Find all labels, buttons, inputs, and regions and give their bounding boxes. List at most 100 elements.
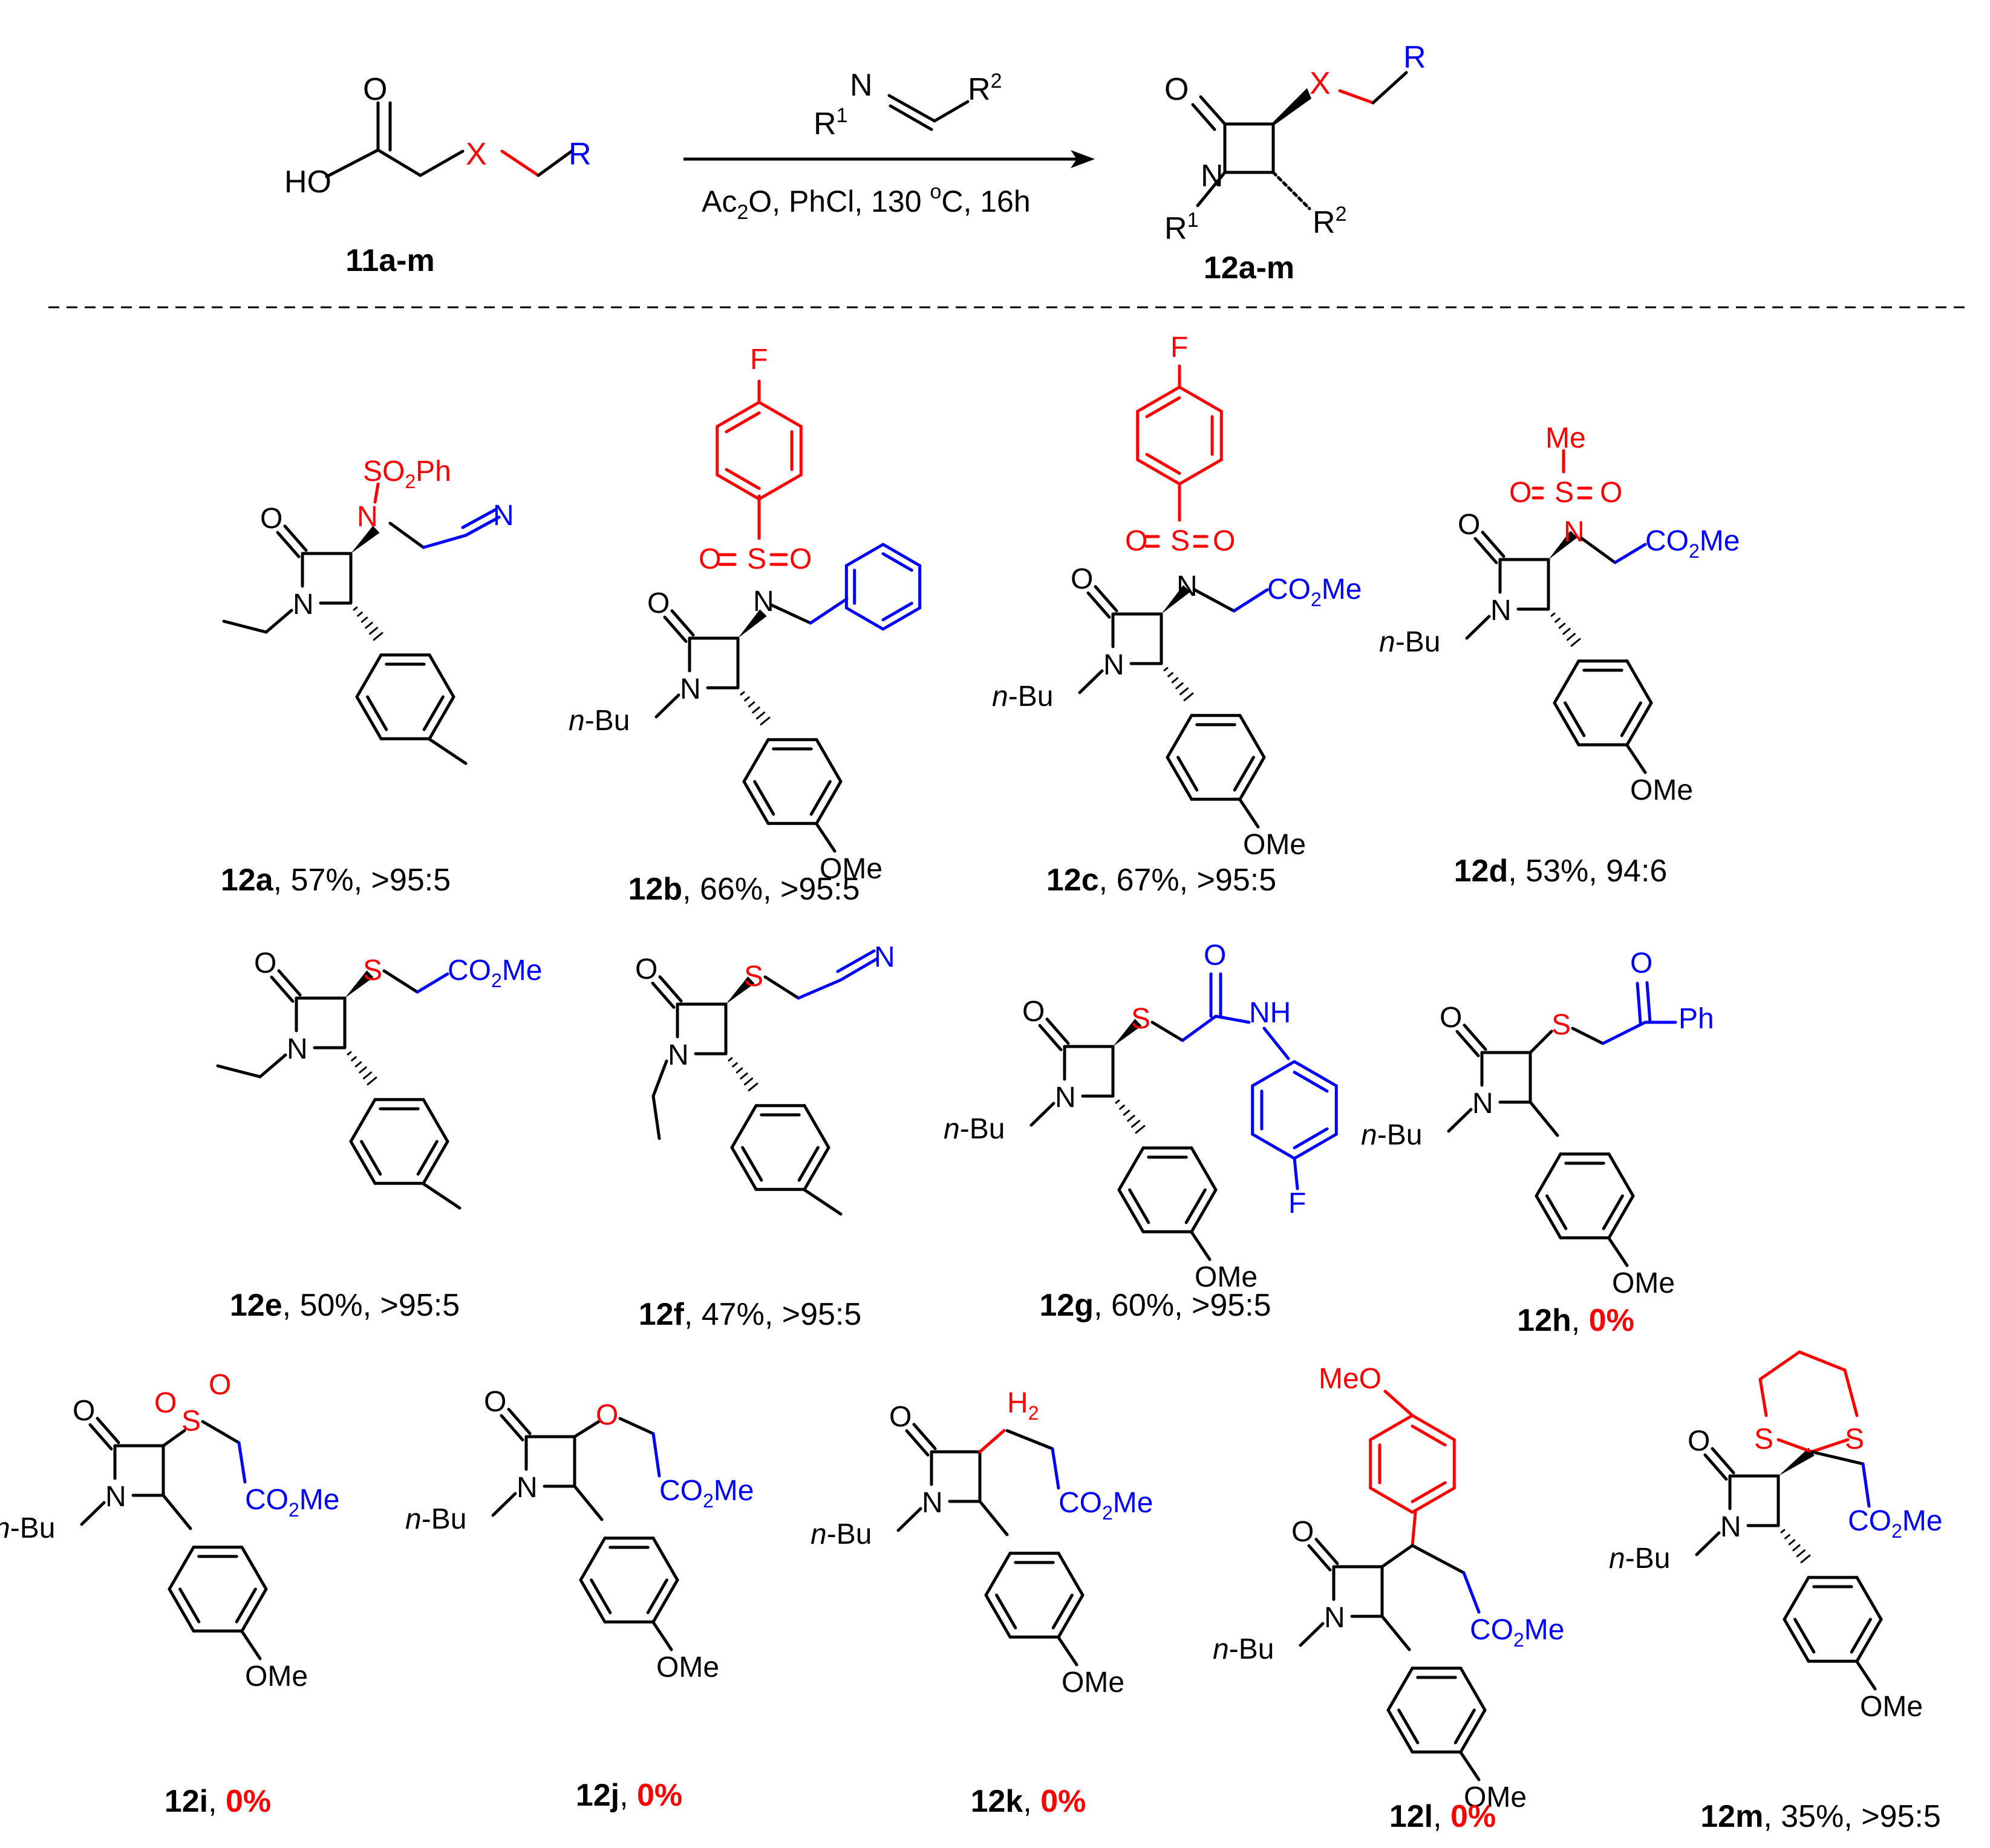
bond xyxy=(1459,1667,1487,1712)
bond xyxy=(670,609,695,637)
lactam-nitrogen: N xyxy=(105,1481,126,1513)
bond xyxy=(1135,1125,1146,1134)
fluoro-group: F xyxy=(750,344,768,376)
bond xyxy=(1293,1132,1338,1160)
bond xyxy=(422,534,468,549)
bond xyxy=(579,1536,607,1582)
bond xyxy=(1798,1350,1847,1372)
bond xyxy=(881,601,913,622)
phenyl-group: Ph xyxy=(1678,1003,1714,1035)
bond xyxy=(359,1066,367,1074)
wedge-bond xyxy=(1161,585,1190,614)
bond xyxy=(1545,1194,1568,1230)
bond xyxy=(161,1494,192,1530)
wedge-bond xyxy=(1778,1448,1815,1476)
bond xyxy=(905,1429,930,1457)
sulfonyl-o: O xyxy=(1213,525,1235,557)
bond xyxy=(769,603,812,625)
bond xyxy=(1233,756,1255,792)
bond xyxy=(1780,1529,1786,1533)
compound-label-12b: 12b, 66%, >95:5 xyxy=(628,872,860,907)
carbonyl-oxygen: O xyxy=(73,1395,95,1427)
imine-r1: R1 xyxy=(814,104,847,142)
bond xyxy=(654,693,680,719)
bond xyxy=(1369,1486,1414,1514)
bond xyxy=(730,1146,758,1191)
bond xyxy=(1307,1544,1332,1572)
bond xyxy=(1843,1368,1859,1417)
bond xyxy=(1810,1450,1865,1466)
reaction-conditions: Ac2O, PhCl, 130 oC, 16h xyxy=(702,180,1031,224)
product-label: 12a-m xyxy=(1204,250,1294,286)
bond xyxy=(1145,396,1181,419)
methoxy-group: OMe xyxy=(1630,774,1693,806)
bond xyxy=(1810,1438,1850,1454)
bond xyxy=(1232,588,1269,613)
n-butyl-group: n-Bu xyxy=(1609,1543,1670,1575)
sulfonyl-s: S xyxy=(747,543,766,575)
n-butyl-group: n-Bu xyxy=(569,705,630,737)
bond xyxy=(240,1546,268,1591)
bond xyxy=(1086,591,1111,619)
imine-r2: R2 xyxy=(968,70,1002,107)
methoxy-group: OMe xyxy=(656,1651,719,1683)
thioether-s: S xyxy=(744,961,763,993)
lactam-nitrogen: N xyxy=(1472,1088,1493,1120)
bond xyxy=(1314,1538,1339,1566)
bond xyxy=(797,1146,820,1182)
bond xyxy=(1758,1377,1768,1417)
bond xyxy=(1214,1014,1251,1024)
carbonyl-oxygen: O xyxy=(1022,996,1045,1028)
methoxy-group: OMe xyxy=(1243,829,1306,861)
bond xyxy=(1094,585,1118,613)
lactam-nitrogen: N xyxy=(1103,649,1124,681)
bond xyxy=(201,1420,241,1445)
bond xyxy=(428,695,455,740)
bond xyxy=(732,1062,738,1068)
bond xyxy=(651,1094,661,1140)
bond xyxy=(240,1630,262,1660)
bond xyxy=(276,531,301,558)
lactam-nitrogen: N xyxy=(1055,1082,1076,1114)
bond xyxy=(168,1587,195,1633)
product-r2: R2 xyxy=(1313,203,1346,240)
bond xyxy=(1613,543,1647,564)
n-butyl-group: n-Bu xyxy=(1361,1119,1422,1151)
sulfonyl-s: S xyxy=(1170,525,1190,557)
bond xyxy=(1411,1544,1466,1575)
bond xyxy=(881,552,913,572)
carbonyl-oxygen: O xyxy=(1291,1516,1314,1548)
bond xyxy=(742,738,770,783)
bond xyxy=(1535,1152,1562,1198)
co2me-group: CO2Me xyxy=(1470,1614,1564,1651)
bond xyxy=(1625,659,1653,705)
bond xyxy=(222,619,268,634)
bond xyxy=(88,1423,113,1451)
bond xyxy=(1171,677,1179,684)
bond xyxy=(1190,1146,1218,1192)
bond xyxy=(1117,1188,1145,1233)
bond xyxy=(1645,981,1652,1024)
bond xyxy=(347,1051,352,1056)
bond xyxy=(1758,1350,1801,1381)
bond xyxy=(1571,1027,1605,1045)
sulfonamide-n: N xyxy=(1176,570,1198,602)
bond xyxy=(1238,714,1266,759)
bond xyxy=(984,1552,1012,1597)
lactam-nitrogen: N xyxy=(1324,1602,1345,1634)
bond xyxy=(1796,1549,1806,1558)
bond xyxy=(168,1546,195,1591)
bond xyxy=(240,1587,268,1633)
wedge-bond xyxy=(726,976,755,1004)
bond xyxy=(1855,1618,1883,1663)
methoxy-group: OMe xyxy=(1062,1667,1124,1699)
bond xyxy=(1167,672,1173,677)
bond xyxy=(1695,1531,1721,1556)
carbonyl-oxygen: O xyxy=(254,947,276,979)
thioether-s: S xyxy=(1131,1003,1150,1035)
